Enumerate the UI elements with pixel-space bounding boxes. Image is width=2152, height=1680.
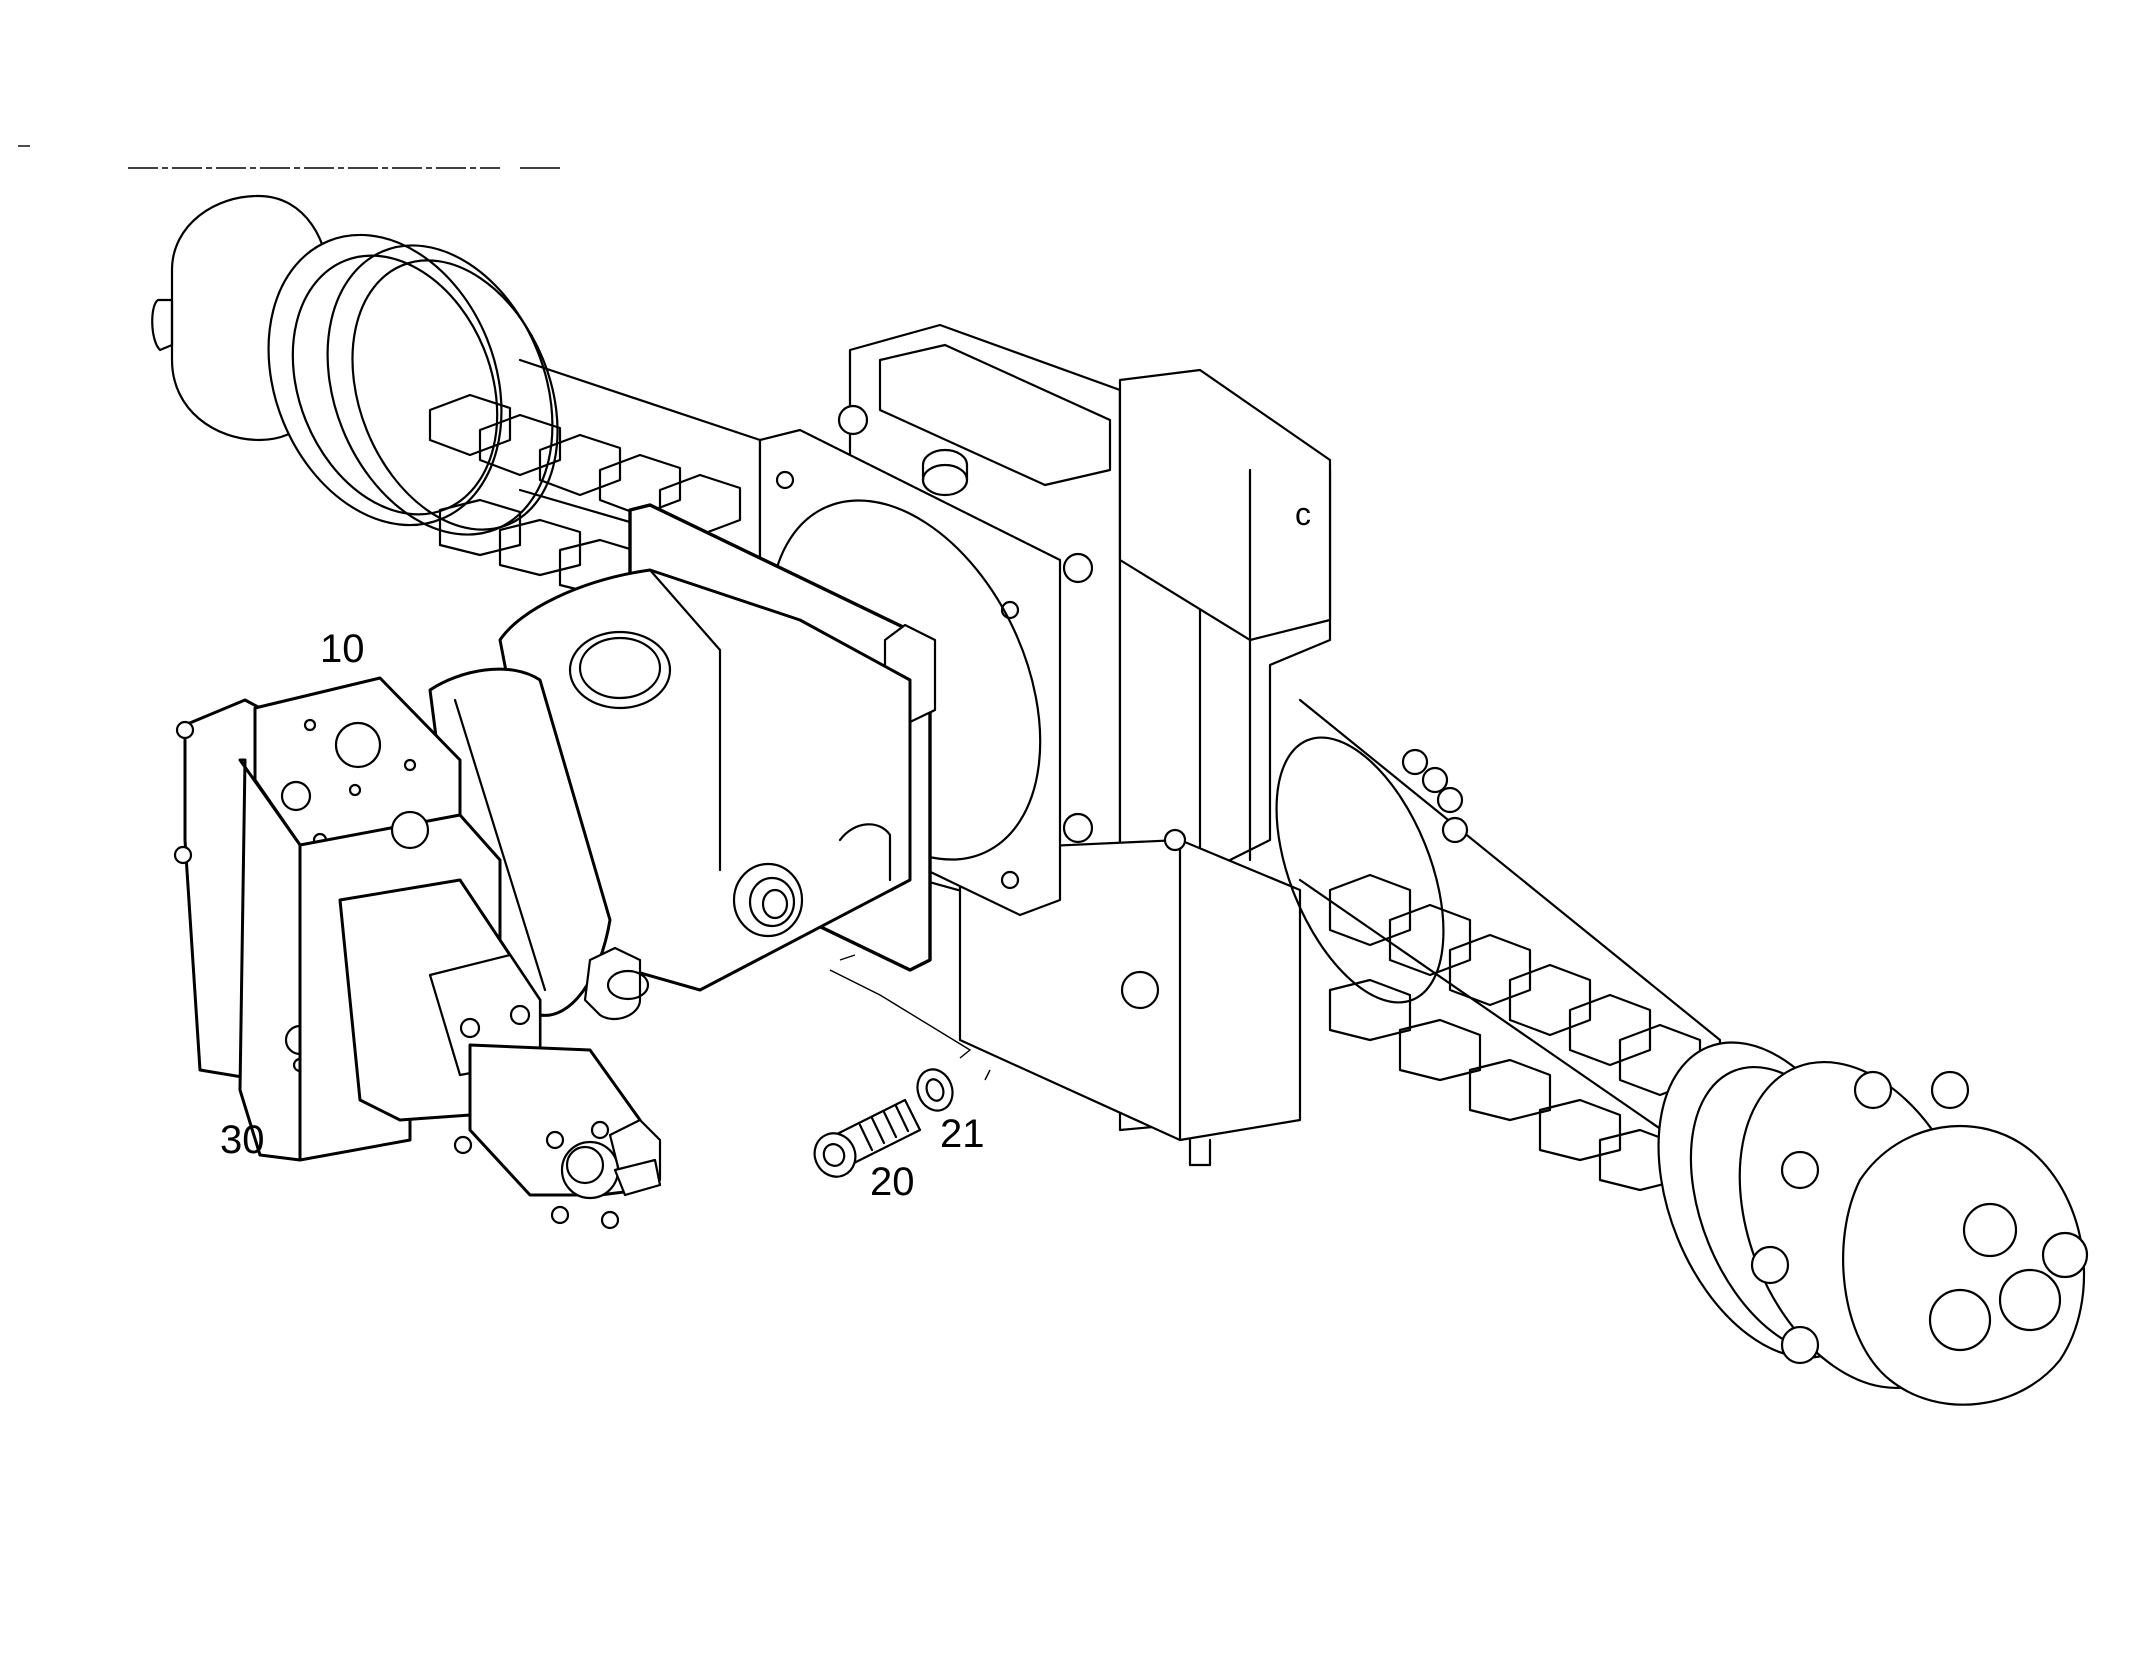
- callout-labels: 10 30 20 21: [220, 627, 985, 1204]
- callout-20: 20: [870, 1160, 915, 1204]
- gearbox-bolts: [837, 404, 1187, 1010]
- part-20-screw: [813, 1098, 922, 1178]
- callout-10: 10: [320, 627, 365, 671]
- part-30-control-valve: [173, 676, 662, 1230]
- callout-21: 21: [940, 1112, 985, 1156]
- right-axle-housing: [1275, 698, 2089, 1406]
- left-axle-ribs: [428, 393, 742, 597]
- right-hub-bolts: [1750, 1070, 1970, 1365]
- reference-lines: [18, 145, 560, 169]
- callout-30: 30: [220, 1118, 265, 1162]
- svg-text:c: c: [1295, 496, 1311, 532]
- assembly-path-lines: [829, 954, 991, 1081]
- right-axle-ribs: [1328, 873, 1702, 1192]
- part-10-hydraulic-motor: [428, 503, 937, 1021]
- right-axle-bolt-ring: [1401, 748, 1469, 844]
- part-21-washer: [916, 1068, 954, 1112]
